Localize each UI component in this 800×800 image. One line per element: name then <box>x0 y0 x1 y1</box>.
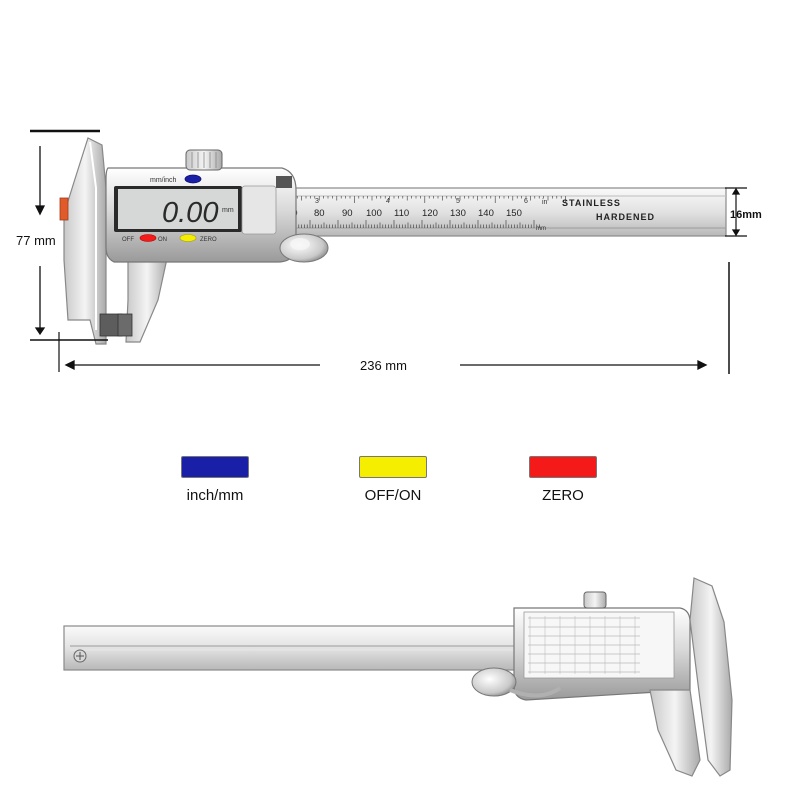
scale-number: 130 <box>450 208 466 219</box>
unit-button-label: mm/inch <box>150 177 177 184</box>
legend-label: OFF/ON <box>364 487 422 504</box>
mm-unit-label: mm <box>536 226 546 232</box>
zero-button[interactable] <box>179 234 197 242</box>
scale-number: 140 <box>478 208 494 219</box>
lcd-screen <box>118 189 238 229</box>
scale-number: 120 <box>422 208 438 219</box>
beam-text-hardened: HARDENED <box>596 212 655 222</box>
scale-number: 100 <box>366 208 382 219</box>
bottom-caliper <box>63 577 733 777</box>
legend-item-power: OFF/ON <box>338 456 448 504</box>
height-dimension-label: 77 mm <box>16 233 56 248</box>
zero-label: ZERO <box>200 237 217 243</box>
inch-number: 4 <box>386 198 390 205</box>
legend-swatch-red <box>529 456 597 478</box>
on-label: ON <box>158 237 167 243</box>
fixed-jaw <box>63 137 107 345</box>
legend-label: ZERO <box>542 487 584 504</box>
rear-thumb-roller[interactable] <box>471 667 517 697</box>
beam-text-stainless: STAINLESS <box>562 198 621 208</box>
top-caliper: 70 80 90 100 110 120 130 140 150 3 4 5 6… <box>59 137 727 345</box>
lcd-reading: 0.00 <box>162 197 218 229</box>
button-legend: inch/mm OFF/ON ZERO <box>0 456 800 516</box>
inch-number: 6 <box>524 198 528 205</box>
rear-screw[interactable] <box>583 591 607 609</box>
unit-button[interactable] <box>184 174 202 184</box>
scale-number: 80 <box>314 208 325 219</box>
scale-number: 110 <box>394 208 409 219</box>
power-button[interactable] <box>139 234 157 242</box>
inch-number: 3 <box>315 198 319 205</box>
dimension-lines <box>30 129 747 374</box>
inch-unit-label: in <box>542 199 548 206</box>
legend-item-unit: inch/mm <box>160 456 270 504</box>
off-label: OFF <box>122 237 134 243</box>
beam-width-label: 16mm <box>730 209 762 221</box>
inch-number: 5 <box>456 198 460 205</box>
scale-numbers: 70 80 90 100 110 120 130 140 150 <box>287 208 522 219</box>
length-dimension-label: 236 mm <box>360 358 407 373</box>
legend-swatch-blue <box>181 456 249 478</box>
scale-number: 90 <box>342 208 353 219</box>
lcd-unit: mm <box>222 207 234 214</box>
legend-swatch-yellow <box>359 456 427 478</box>
legend-item-zero: ZERO <box>508 456 618 504</box>
scale-number: 150 <box>506 208 522 219</box>
legend-label: inch/mm <box>186 487 244 504</box>
inch-numbers: 3 4 5 6 <box>315 198 528 205</box>
rear-moving-jaw <box>649 689 701 777</box>
ruler-ticks <box>281 196 566 228</box>
rear-fixed-jaw <box>689 577 733 777</box>
sticker-grid <box>528 616 640 674</box>
